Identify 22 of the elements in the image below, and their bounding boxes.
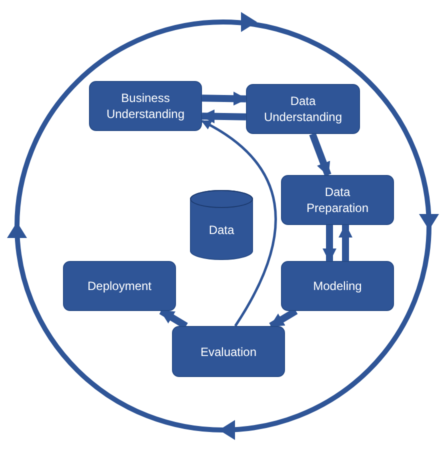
node-label: Modeling: [312, 278, 363, 294]
node-label: Data Preparation: [305, 184, 370, 216]
process-box: [89, 81, 202, 131]
arrow: [269, 308, 298, 329]
process-box: [246, 84, 360, 134]
process-box: [63, 261, 176, 311]
arrow: [322, 225, 336, 262]
arrow: [200, 109, 246, 124]
node-label: Data Understanding: [262, 93, 344, 125]
arrow: [338, 224, 352, 261]
node-label: Data: [208, 222, 236, 238]
arrow: [201, 120, 277, 327]
process-box: [281, 261, 394, 311]
node-label: Evaluation: [199, 344, 258, 360]
process-box: [281, 175, 394, 225]
node-label: Business Understanding: [105, 90, 186, 122]
database-cylinder: [190, 190, 253, 260]
arrow: [159, 308, 188, 329]
arrow: [202, 92, 248, 106]
arrow: [309, 132, 332, 176]
node-label: Deployment: [86, 278, 153, 294]
process-box: [172, 326, 285, 377]
